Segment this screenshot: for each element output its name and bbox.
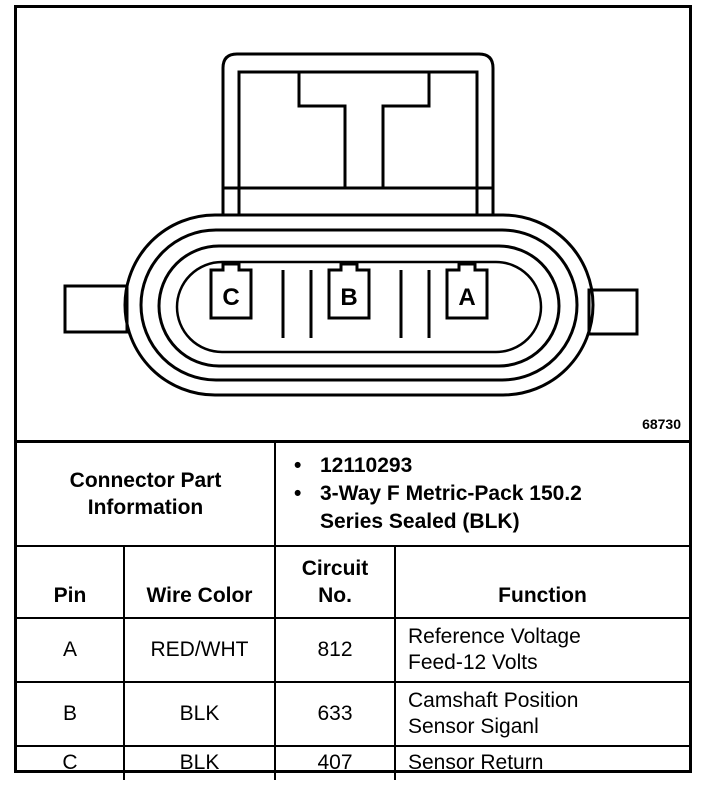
cavity-label-c: C <box>222 284 239 311</box>
connector-info-label-text: Connector Part Information <box>69 468 222 519</box>
header-pin: Pin <box>17 544 125 619</box>
pin-cell: C <box>17 744 125 780</box>
connector-body-mid <box>139 228 579 382</box>
circuit-cell: 812 <box>274 616 396 683</box>
pin-cell: B <box>17 680 125 747</box>
table-header-row: Pin Wire Color Circuit No. Function <box>17 544 689 619</box>
connector-body-outer <box>123 213 595 397</box>
connector-info-row: Connector Part Information •12110293 •3-… <box>17 440 689 547</box>
connector-body-inner <box>157 244 561 368</box>
latch-inner <box>237 70 479 215</box>
connector-info-label: Connector Part Information <box>17 440 276 547</box>
wire-color-cell: RED/WHT <box>123 616 276 683</box>
wire-color-cell: BLK <box>123 680 276 747</box>
cavity-label-b: B <box>340 284 357 311</box>
function-cell: Sensor Return <box>394 744 689 780</box>
connector-face <box>175 260 543 354</box>
table-row: A RED/WHT 812 Reference Voltage Feed-12 … <box>17 616 689 683</box>
connector-drawing: C B A <box>63 52 639 397</box>
connector-info-item: •12110293 <box>294 453 413 477</box>
pinout-table: Connector Part Information •12110293 •3-… <box>17 440 689 780</box>
latch-t-shape <box>297 72 431 190</box>
header-circuit: Circuit No. <box>274 544 396 619</box>
connector-info-list: •12110293 •3-Way F Metric-Pack 150.2 Ser… <box>274 440 689 547</box>
cavity-b <box>327 262 371 320</box>
function-cell: Reference Voltage Feed-12 Volts <box>394 616 689 683</box>
figure-number: 68730 <box>642 416 681 432</box>
circuit-cell: 633 <box>274 680 396 747</box>
connector-sheet: C B A 68730 Connector Part Information •… <box>14 5 692 780</box>
header-wire-color: Wire Color <box>123 544 276 619</box>
circuit-cell: 407 <box>274 744 396 780</box>
connector-diagram: C B A 68730 <box>17 8 689 440</box>
pin-cell: A <box>17 616 125 683</box>
connector-info-item: •3-Way F Metric-Pack 150.2 Series Sealed… <box>294 481 582 533</box>
table-row: C BLK 407 Sensor Return <box>17 744 689 780</box>
table-row: B BLK 633 Camshaft Position Sensor Sigan… <box>17 680 689 747</box>
left-tab <box>63 284 129 334</box>
header-function: Function <box>394 544 689 619</box>
cavity-label-a: A <box>458 284 475 311</box>
right-tab <box>587 288 639 336</box>
wire-color-cell: BLK <box>123 744 276 780</box>
function-cell: Camshaft Position Sensor Siganl <box>394 680 689 747</box>
cavity-a <box>445 262 489 320</box>
cavity-c <box>209 262 253 320</box>
latch-housing <box>221 52 495 215</box>
